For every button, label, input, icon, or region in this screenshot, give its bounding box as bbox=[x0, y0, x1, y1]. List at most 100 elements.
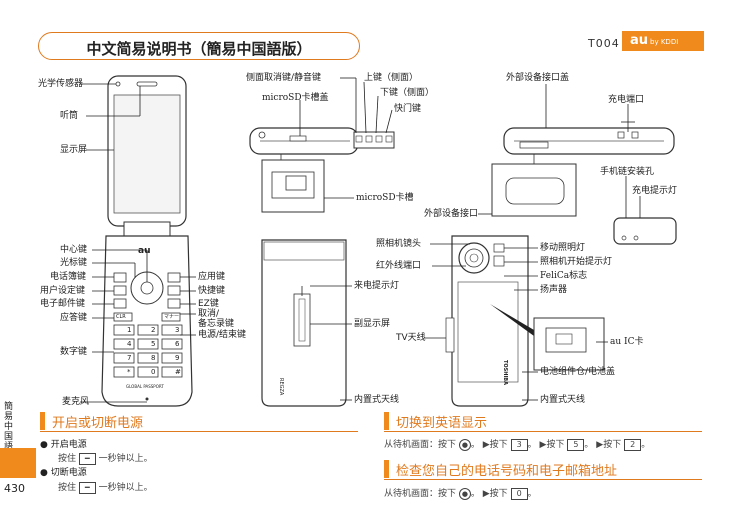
bullet-icon: ● bbox=[40, 440, 48, 450]
key-5: 5 bbox=[151, 340, 156, 348]
key-8: 8 bbox=[151, 354, 156, 362]
key-7: 7 bbox=[127, 354, 132, 362]
page-title: 中文简易说明书（簡易中国語版） bbox=[86, 40, 312, 58]
power-item1: ● 开启电源 bbox=[40, 437, 87, 450]
label-power-end-key: 电源/结束键 bbox=[198, 330, 247, 340]
key-hash: # bbox=[175, 368, 181, 376]
label-au-ic-card: au IC卡 bbox=[610, 337, 644, 347]
label-mobile-light: 移动照明灯 bbox=[540, 243, 586, 253]
label-built-in-antenna-front: 内置式天线 bbox=[354, 395, 400, 405]
label-charging-terminal: 充电端口 bbox=[608, 95, 645, 105]
label-tv-antenna: TV天线 bbox=[396, 333, 426, 343]
key-6: 6 bbox=[175, 340, 180, 348]
label-external-connector: 外部设备接口 bbox=[424, 209, 479, 219]
power-item1-text: 按住 bbox=[58, 454, 77, 464]
section-underline bbox=[384, 431, 702, 432]
bullet-icon: ● bbox=[40, 468, 48, 478]
label-camera-start-indicator: 照相机开始提示灯 bbox=[540, 257, 613, 267]
label-number-keys: 数字键 bbox=[60, 347, 88, 357]
subkey-left-label: CLR bbox=[116, 314, 126, 320]
label-app-key: 应用键 bbox=[198, 272, 226, 282]
label-down-key-side: 下键（侧面） bbox=[380, 88, 435, 98]
center-key-icon: ● bbox=[458, 438, 471, 451]
toshiba-logo: TOSHIBA bbox=[502, 360, 508, 385]
english-step-press: ▶按下 bbox=[596, 440, 622, 450]
english-prefix: 从待机画面：按下 bbox=[384, 440, 457, 450]
brand-sub-text: by KDDI bbox=[650, 38, 679, 46]
page-code: T004 bbox=[588, 37, 620, 50]
center-key-icon: ● bbox=[458, 487, 471, 500]
key-2-icon: 2 bbox=[624, 438, 642, 451]
section-english-title: 切换到英语显示 bbox=[396, 416, 488, 431]
brand-text: au bbox=[630, 33, 649, 48]
label-display: 显示屏 bbox=[60, 145, 88, 155]
label-phonebook-key: 电话簿键 bbox=[50, 272, 87, 282]
section-bar bbox=[384, 460, 389, 478]
key-0-icon: 0 bbox=[510, 487, 528, 500]
label-cancel-key: 取消/ bbox=[198, 309, 220, 319]
key-9: 9 bbox=[175, 354, 180, 362]
label-external-connector-cover: 外部设备接口盖 bbox=[506, 73, 570, 83]
section-power-header: 开启或切断电源 bbox=[40, 412, 358, 432]
power-item1-tail: 一秒钟以上。 bbox=[98, 454, 153, 464]
label-infrared-port: 红外线端口 bbox=[376, 261, 422, 271]
label-charging-indicator: 充电提示灯 bbox=[632, 186, 678, 196]
section-bar bbox=[40, 412, 45, 430]
label-sub-display: 副显示屏 bbox=[354, 319, 391, 329]
power-item1-title: 开启电源 bbox=[50, 440, 87, 450]
global-passport-label: GLOBAL PASSPORT bbox=[126, 384, 164, 389]
check-instructions: 从待机画面：按下 ●。 ▶按下 0。 bbox=[384, 487, 537, 500]
label-speaker: 扬声器 bbox=[540, 285, 568, 295]
label-user-setting-key: 用户设定键 bbox=[40, 286, 86, 296]
page-number: 430 bbox=[4, 482, 25, 495]
key-3: 3 bbox=[175, 326, 180, 334]
title-banner: 中文简易说明书（簡易中国語版） bbox=[38, 32, 360, 60]
subkey-right-label: マナー bbox=[164, 314, 180, 320]
label-memo-key: 备忘录键 bbox=[198, 319, 235, 329]
power-item2-text: 按住 bbox=[58, 483, 77, 493]
power-item2-body: 按住 ━ 一秒钟以上。 bbox=[58, 480, 153, 494]
label-incoming-light: 来电提示灯 bbox=[354, 281, 400, 291]
power-key-icon: ━ bbox=[78, 452, 96, 465]
key-star: * bbox=[127, 368, 131, 376]
side-tab-marker bbox=[0, 448, 36, 478]
key-1: 1 bbox=[127, 326, 132, 334]
label-shortcut-key: 快捷键 bbox=[198, 286, 226, 296]
label-side-cancel-manner-key: 侧面取消键/静音键 bbox=[246, 73, 322, 83]
english-step-press: ▶按下 bbox=[539, 440, 565, 450]
label-strap-hole: 手机链安装孔 bbox=[600, 167, 655, 177]
english-step-press: ▶按下 bbox=[482, 440, 508, 450]
check-step-press: ▶按下 bbox=[482, 489, 508, 499]
label-up-key-side: 上键（侧面） bbox=[364, 73, 419, 83]
label-cursor-key: 光标键 bbox=[60, 258, 88, 268]
power-item2-tail: 一秒钟以上。 bbox=[98, 483, 153, 493]
section-power-title: 开启或切断电源 bbox=[52, 416, 144, 431]
power-item2: ● 切断电源 bbox=[40, 465, 87, 478]
label-microsd-slot-cover: microSD卡槽盖 bbox=[262, 93, 329, 103]
label-built-in-antenna-back: 内置式天线 bbox=[540, 395, 586, 405]
key-0: 0 bbox=[151, 368, 156, 376]
label-email-key: 电子邮件键 bbox=[40, 299, 86, 309]
section-check-title: 检查您自己的电话号码和电子邮箱地址 bbox=[396, 464, 618, 479]
key-3-icon: 3 bbox=[510, 438, 528, 451]
label-camera-lens: 照相机镜头 bbox=[376, 239, 422, 249]
key-2: 2 bbox=[151, 326, 156, 334]
power-key-icon: ━ bbox=[78, 481, 96, 494]
label-answer-key: 应答键 bbox=[60, 313, 88, 323]
section-check-header: 检查您自己的电话号码和电子邮箱地址 bbox=[384, 460, 702, 480]
power-item2-title: 切断电源 bbox=[50, 468, 87, 478]
section-bar bbox=[384, 412, 389, 430]
label-shutter-key: 快门键 bbox=[394, 104, 422, 114]
label-ez-key: EZ键 bbox=[198, 299, 219, 309]
phone-brand-mark: au bbox=[138, 246, 151, 256]
key-5-icon: 5 bbox=[567, 438, 585, 451]
power-item1-body: 按住 ━ 一秒钟以上。 bbox=[58, 451, 153, 465]
key-4: 4 bbox=[127, 340, 132, 348]
english-instructions: 从待机画面：按下 ●。 ▶按下 3。 ▶按下 5。 ▶按下 2。 bbox=[384, 438, 651, 451]
